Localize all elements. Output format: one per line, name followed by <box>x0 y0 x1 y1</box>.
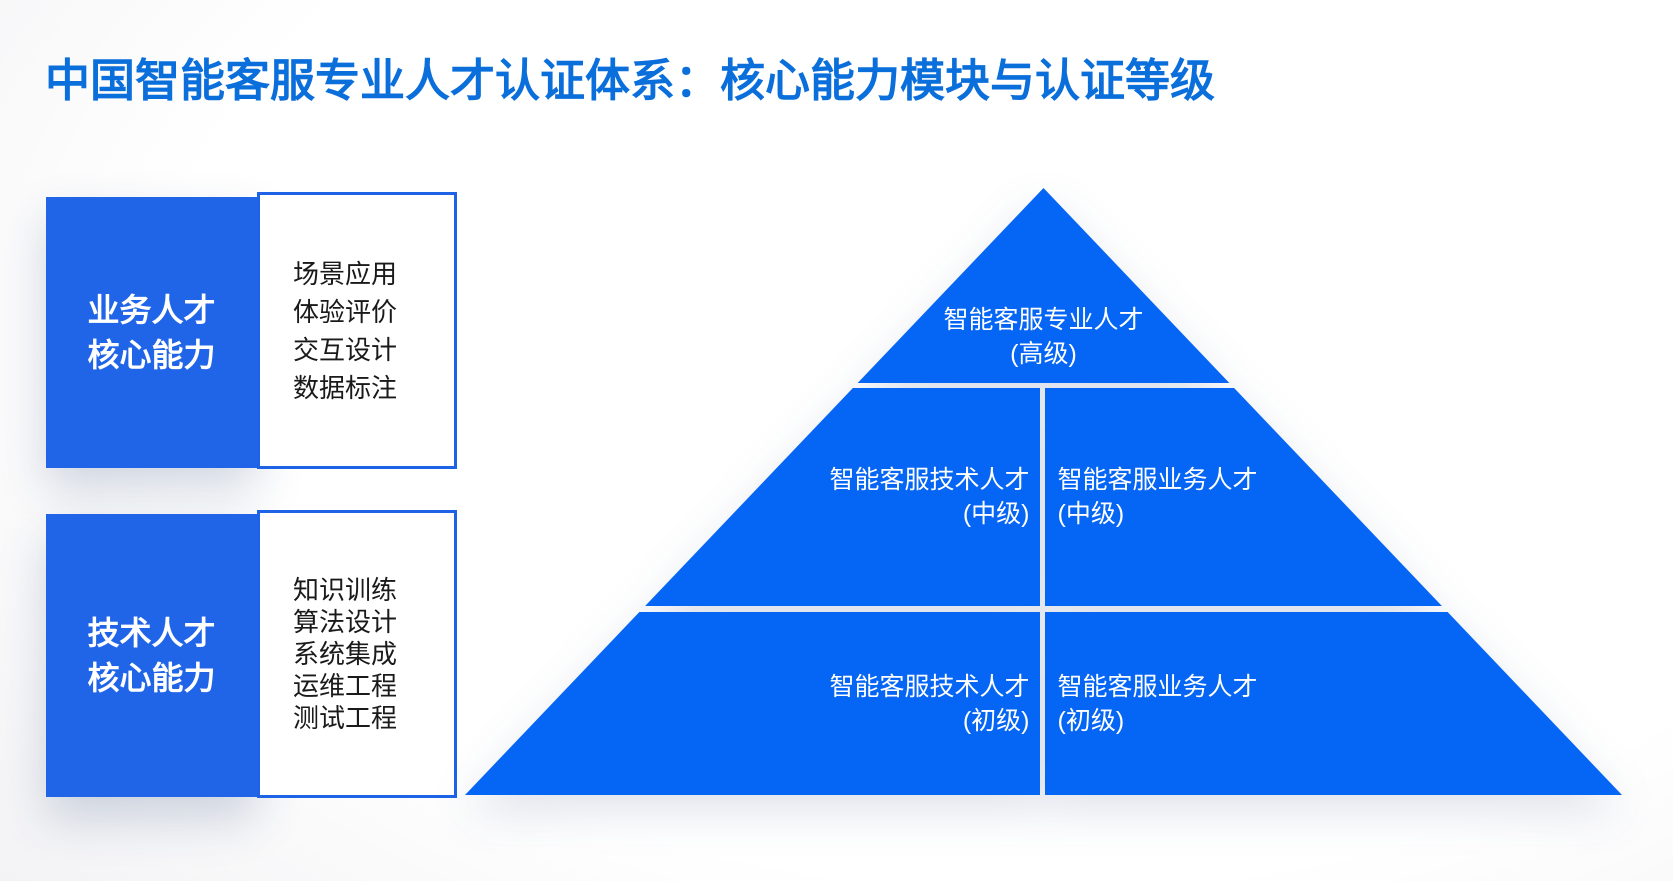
technical-capability-label-line1: 技术人才 <box>87 614 216 651</box>
list-item: 知识训练 <box>293 575 398 605</box>
cell-grade: (中级) <box>1057 500 1125 528</box>
pyramid-level-senior: 智能客服专业人才 (高级) <box>465 188 1622 383</box>
list-item: 场景应用 <box>293 258 398 289</box>
list-item: 交互设计 <box>293 334 398 365</box>
technical-capability-label-box: 技术人才 核心能力 <box>46 514 257 797</box>
list-item: 运维工程 <box>293 671 398 701</box>
pyramid-cell-technical-intermediate: 智能客服技术人才 (中级) <box>465 388 1040 606</box>
cell-title: 智能客服业务人才 <box>1057 672 1258 701</box>
cell-title: 智能客服业务人才 <box>1057 466 1258 494</box>
cell-title: 智能客服专业人才 <box>943 306 1144 334</box>
business-capability-label-line1: 业务人才 <box>87 291 216 328</box>
page-title: 中国智能客服专业人才认证体系：核心能力模块与认证等级 <box>45 55 1216 106</box>
list-item: 测试工程 <box>293 703 398 733</box>
technical-capability-label-line2: 核心能力 <box>87 659 216 696</box>
list-item: 系统集成 <box>293 639 398 669</box>
pyramid-shape: 智能客服专业人才 (高级) 智能客服技术人才 (中级) 智能客服业务人才 (中级… <box>465 188 1622 795</box>
pyramid-cell-professional-senior: 智能客服专业人才 (高级) <box>465 188 1622 383</box>
list-item: 数据标注 <box>293 372 398 403</box>
pyramid-cell-technical-junior: 智能客服技术人才 (初级) <box>465 612 1040 795</box>
cell-grade: (高级) <box>1010 340 1077 368</box>
cell-grade: (初级) <box>1057 706 1125 735</box>
business-capability-label-line2: 核心能力 <box>87 336 216 373</box>
business-capability-list-box: 场景应用 体验评价 交互设计 数据标注 <box>257 192 457 469</box>
cell-grade: (中级) <box>962 500 1030 528</box>
cell-grade: (初级) <box>962 706 1030 735</box>
technical-capability-list-box: 知识训练 算法设计 系统集成 运维工程 测试工程 <box>257 510 457 798</box>
certification-pyramid: 智能客服专业人才 (高级) 智能客服技术人才 (中级) 智能客服业务人才 (中级… <box>465 188 1622 795</box>
list-item: 算法设计 <box>293 607 398 637</box>
pyramid-cell-business-intermediate: 智能客服业务人才 (中级) <box>1044 388 1622 606</box>
pyramid-cell-business-junior: 智能客服业务人才 (初级) <box>1044 612 1622 795</box>
cell-title: 智能客服技术人才 <box>829 466 1030 494</box>
business-capability-label-box: 业务人才 核心能力 <box>46 197 257 468</box>
pyramid-level-intermediate: 智能客服技术人才 (中级) 智能客服业务人才 (中级) <box>465 388 1622 606</box>
list-item: 体验评价 <box>293 296 398 327</box>
pyramid-level-junior: 智能客服技术人才 (初级) 智能客服业务人才 (初级) <box>465 612 1622 795</box>
cell-title: 智能客服技术人才 <box>829 672 1030 701</box>
